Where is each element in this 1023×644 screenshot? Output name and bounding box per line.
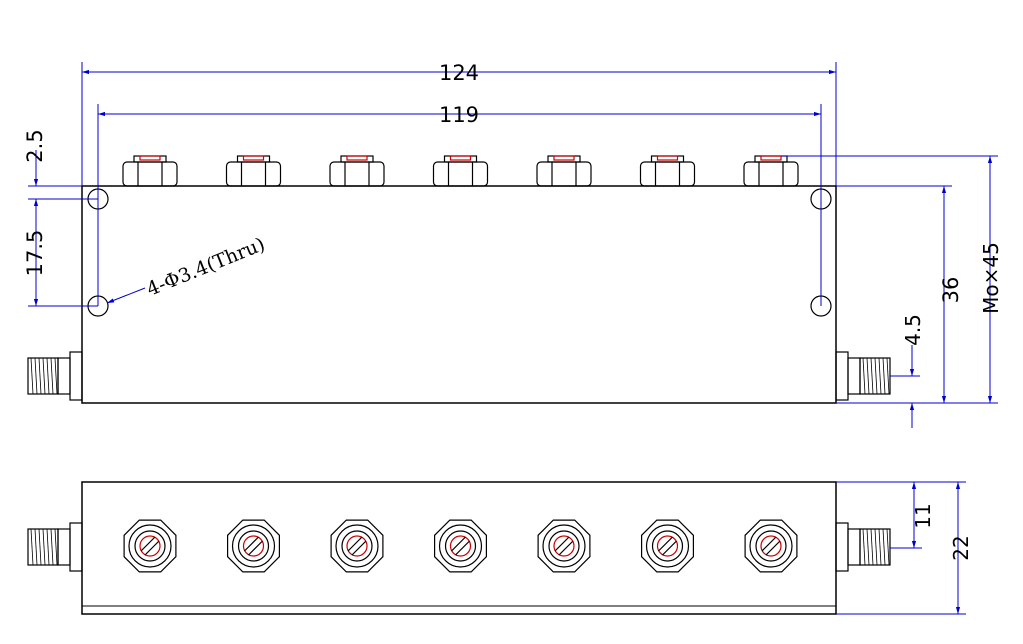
dim-body-height: 36 [939, 277, 963, 304]
tuning-nut [122, 155, 178, 187]
tuning-nut [536, 155, 592, 187]
tuning-screw [640, 519, 695, 573]
dim-side-half-height: 11 [911, 503, 935, 528]
tuning-screw [227, 519, 280, 573]
dim-connector-height: 4.5 [901, 314, 925, 346]
dim-side-height: 22 [949, 535, 973, 560]
hole-annotation: 4-Φ3.4(Thru) [144, 233, 268, 300]
tuning-screws-side [123, 519, 798, 573]
tuning-screw [744, 519, 798, 573]
tuning-nut [432, 155, 489, 187]
side-dimension-lines [836, 481, 966, 615]
filter-body-side [81, 481, 837, 615]
tuning-screw [537, 519, 591, 573]
dim-top-offset: 2.5 [23, 129, 47, 162]
tuning-screw [330, 519, 384, 573]
dim-tuning-height: Mo×45 [979, 242, 1003, 314]
connector-thread [30, 528, 58, 566]
tuning-screw [123, 519, 177, 573]
dim-overall-length: 124 [439, 61, 479, 85]
tuning-screw [434, 519, 487, 573]
side-view [27, 481, 891, 615]
sma-connector-left [27, 351, 83, 401]
top-view [27, 155, 891, 404]
tuning-nuts-top [122, 155, 799, 187]
connector-thread [30, 357, 58, 395]
sma-connector-right [835, 351, 891, 401]
dimension-lines [28, 62, 998, 428]
tuning-nut [639, 155, 696, 187]
dim-hole-spacing-x: 119 [439, 103, 479, 127]
tuning-nut [743, 155, 799, 187]
sma-connector-left-side [27, 522, 83, 572]
tuning-nut [329, 155, 385, 187]
sma-connector-right-side [835, 522, 891, 572]
dim-hole-spacing-y: 17.5 [23, 230, 47, 277]
tuning-nut [225, 155, 282, 187]
filter-body-top [81, 185, 837, 404]
connector-thread [862, 357, 890, 395]
mounting-holes [87, 188, 832, 317]
connector-thread [862, 528, 890, 566]
